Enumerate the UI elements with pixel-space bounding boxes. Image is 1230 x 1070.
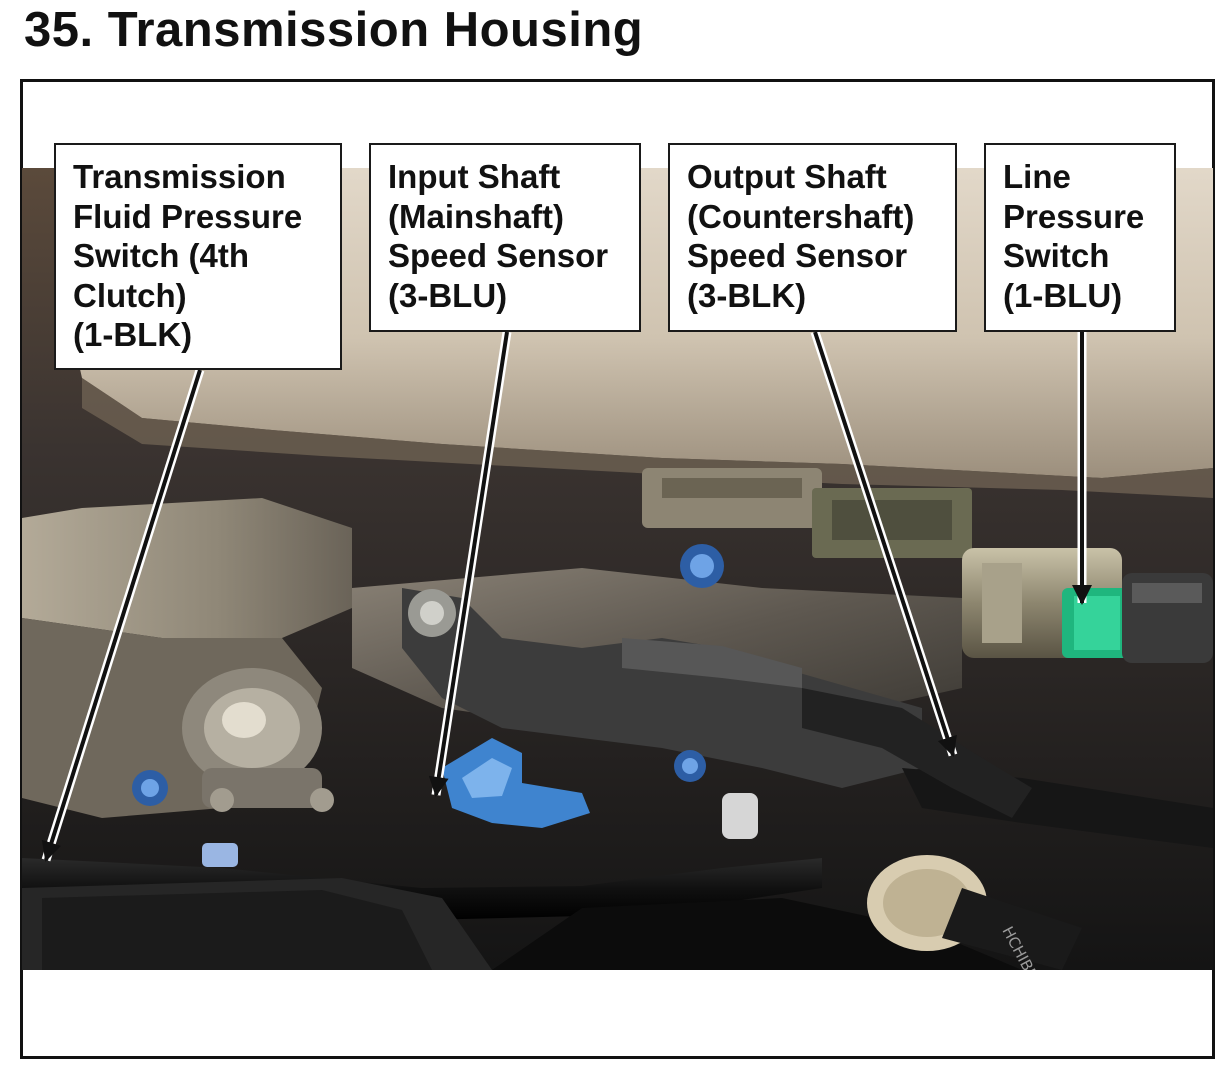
callout-fluid-pressure-switch: Transmission Fluid Pressure Switch (4th … (54, 143, 342, 370)
callout-line: Clutch) (73, 276, 187, 314)
callout-line: (1-BLK) (73, 316, 193, 353)
callout-line: Line (1003, 158, 1071, 195)
callout-line: Switch (4th (73, 237, 250, 274)
callout-line: Input Shaft (388, 158, 561, 195)
callout-line: Pressure (1003, 197, 1145, 235)
callout-line: (1-BLU) (1003, 276, 1123, 314)
callout-line: (3-BLU) (388, 276, 508, 314)
callout-line: Speed Sensor (388, 237, 609, 274)
callout-input-shaft-sensor: Input Shaft (Mainshaft) Speed Sensor (3-… (369, 143, 641, 332)
callout-line: Fluid Pressure (73, 197, 303, 235)
page-title: 35. Transmission Housing (24, 3, 644, 57)
callout-line-pressure-switch: Line Pressure Switch (1-BLU) (984, 143, 1176, 332)
callout-line: Output Shaft (687, 158, 887, 195)
callout-line: Speed Sensor (687, 237, 908, 274)
callout-line: (Mainshaft) (388, 197, 564, 235)
callout-line: Transmission (73, 158, 286, 195)
callout-line: (3-BLK) (687, 276, 807, 314)
callout-line: (Countershaft) (687, 197, 915, 235)
callout-line: Switch (1003, 237, 1110, 274)
callout-output-shaft-sensor: Output Shaft (Countershaft) Speed Sensor… (668, 143, 957, 332)
